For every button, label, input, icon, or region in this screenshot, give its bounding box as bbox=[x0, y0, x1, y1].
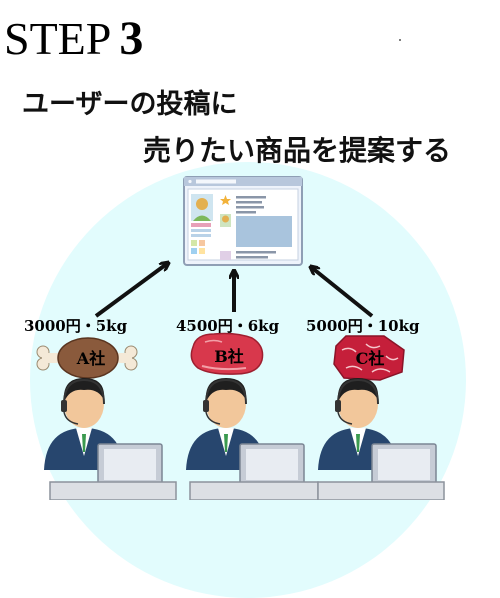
desk-b bbox=[189, 481, 319, 500]
post-browser-window bbox=[183, 176, 303, 266]
price-label-b: 4500円・6kg bbox=[176, 317, 280, 335]
step-word: STEP bbox=[4, 13, 112, 64]
step-number: 3 bbox=[119, 12, 144, 65]
bone-meat-illustration bbox=[36, 337, 138, 379]
operator-c bbox=[318, 378, 437, 485]
decorative-dot bbox=[399, 39, 401, 41]
marbled-beef-illustration bbox=[333, 335, 405, 381]
headline-line-1: ユーザーの投稿に bbox=[22, 89, 238, 120]
company-label-c: C社 bbox=[355, 349, 385, 368]
diagram-scene bbox=[36, 176, 445, 500]
price-label-c: 5000円・10kg bbox=[306, 317, 420, 335]
operator-a bbox=[44, 378, 163, 485]
operator-b bbox=[186, 378, 305, 485]
arrow-a bbox=[94, 263, 168, 318]
company-label-a: A社 bbox=[76, 349, 106, 368]
desk-c bbox=[317, 481, 445, 500]
arrow-c bbox=[311, 267, 374, 318]
price-label-a: 3000円・5kg bbox=[24, 317, 128, 335]
red-meat-illustration bbox=[190, 332, 264, 375]
headline-line-2: 売りたい商品を提案する bbox=[143, 134, 452, 167]
company-label-b: B社 bbox=[214, 347, 244, 366]
desk-a bbox=[49, 481, 177, 500]
